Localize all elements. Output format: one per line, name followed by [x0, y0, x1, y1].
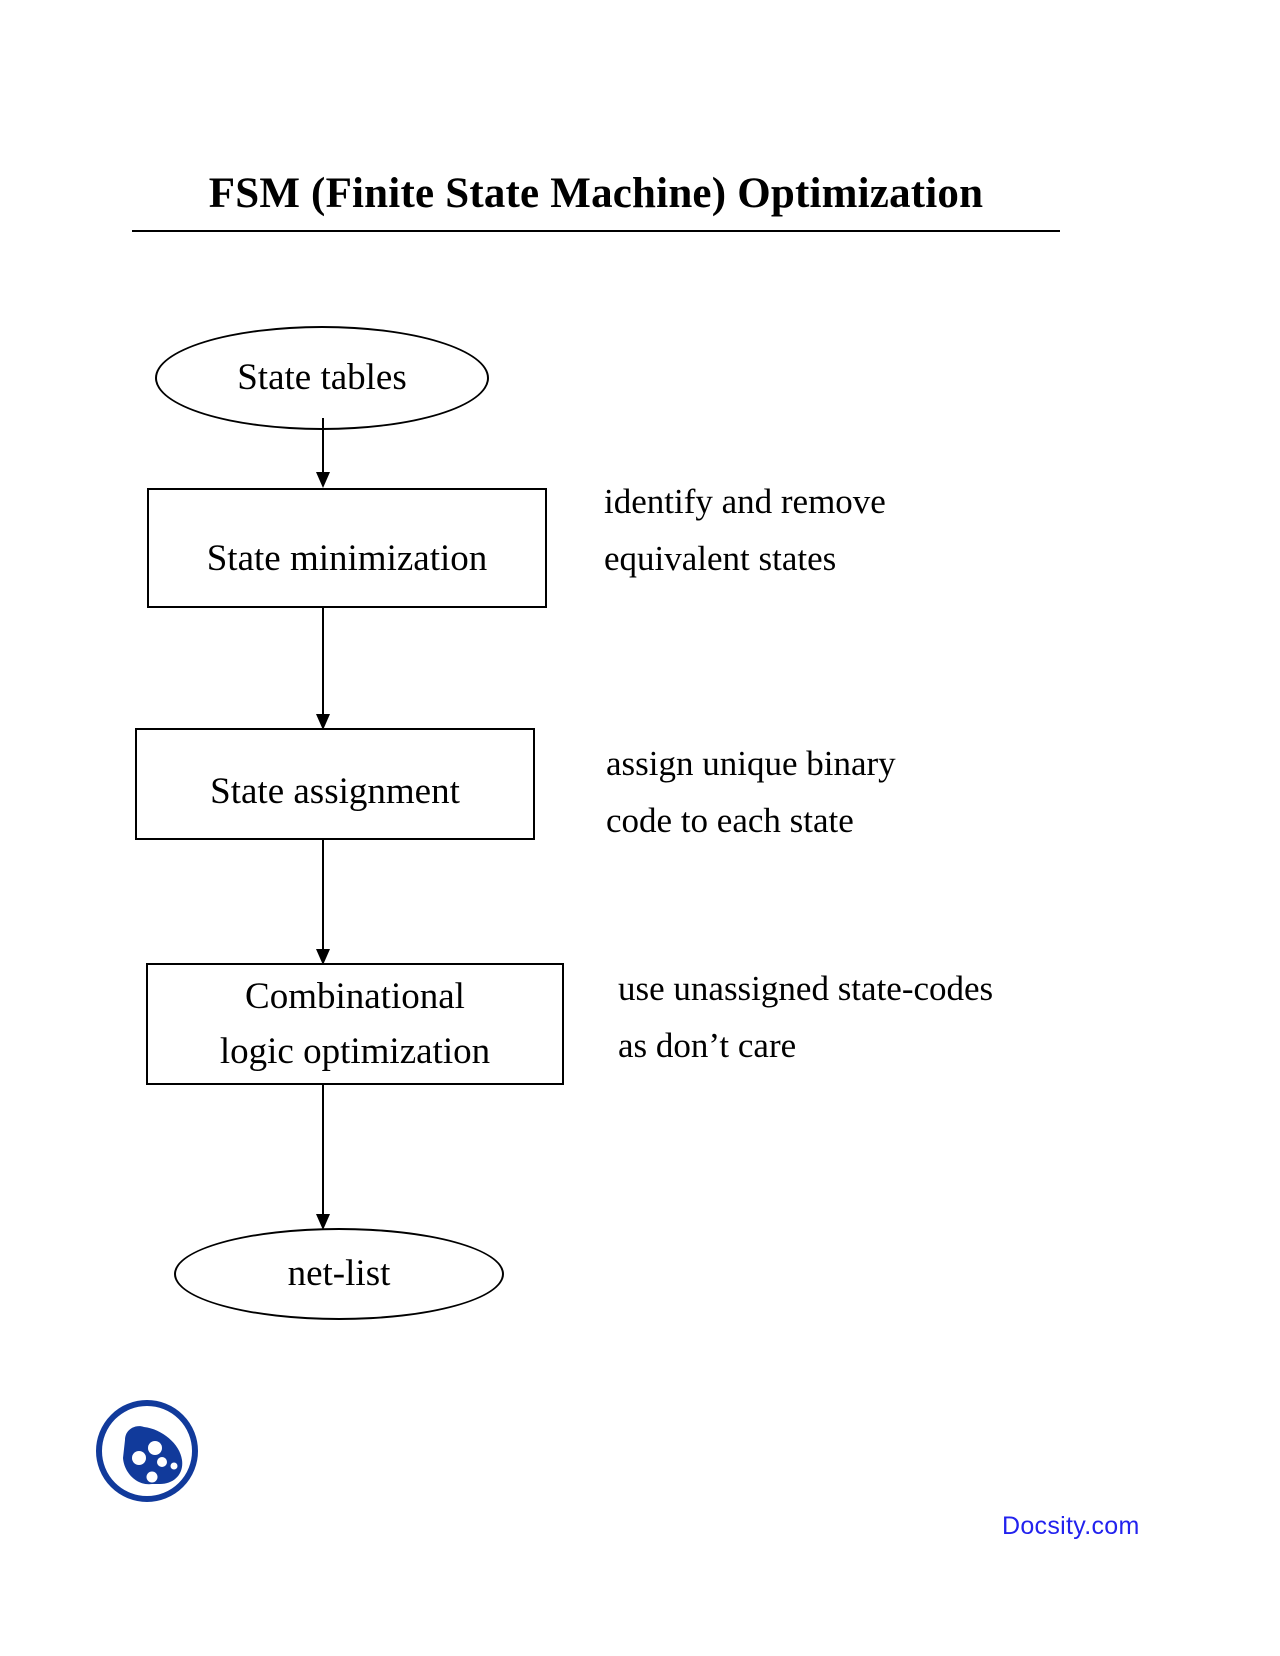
flow-node-net-list: net-list	[174, 1228, 504, 1320]
flow-node-label: State minimization	[206, 538, 488, 579]
arrow-shaft	[322, 838, 324, 951]
arrow-shaft	[322, 418, 324, 474]
flow-node-state-minimization: State minimization	[147, 488, 547, 608]
page-title: FSM (Finite State Machine) Optimization	[208, 170, 984, 217]
annotation-state-assignment: assign unique binary code to each state	[606, 744, 896, 840]
flow-node-state-assignment: State assignment	[135, 728, 535, 840]
flow-node-state-tables: State tables	[155, 326, 489, 430]
title-divider	[132, 230, 1060, 232]
arrow-head-icon	[316, 472, 330, 488]
flow-node-label: Combinational logic optimization	[219, 976, 491, 1072]
docsity-logo-icon	[92, 1396, 202, 1506]
arrow-head-icon	[316, 1214, 330, 1230]
arrow-head-icon	[316, 714, 330, 730]
annotation-combinational-logic: use unassigned state-codes as don’t care	[618, 969, 994, 1065]
arrow-shaft	[322, 1083, 324, 1216]
arrow-head-icon	[316, 949, 330, 965]
flow-node-label: State tables	[237, 357, 407, 398]
annotation-state-minimization: identify and remove equivalent states	[604, 482, 886, 578]
flow-node-label: State assignment	[210, 771, 460, 812]
title-block: FSM (Finite State Machine) Optimization	[132, 168, 1060, 238]
docsity-link[interactable]: Docsity.com	[1002, 1512, 1140, 1540]
flow-node-label: net-list	[287, 1253, 391, 1294]
arrow-shaft	[322, 606, 324, 716]
flow-node-combinational-logic-optimization: Combinational logic optimization	[146, 963, 564, 1085]
